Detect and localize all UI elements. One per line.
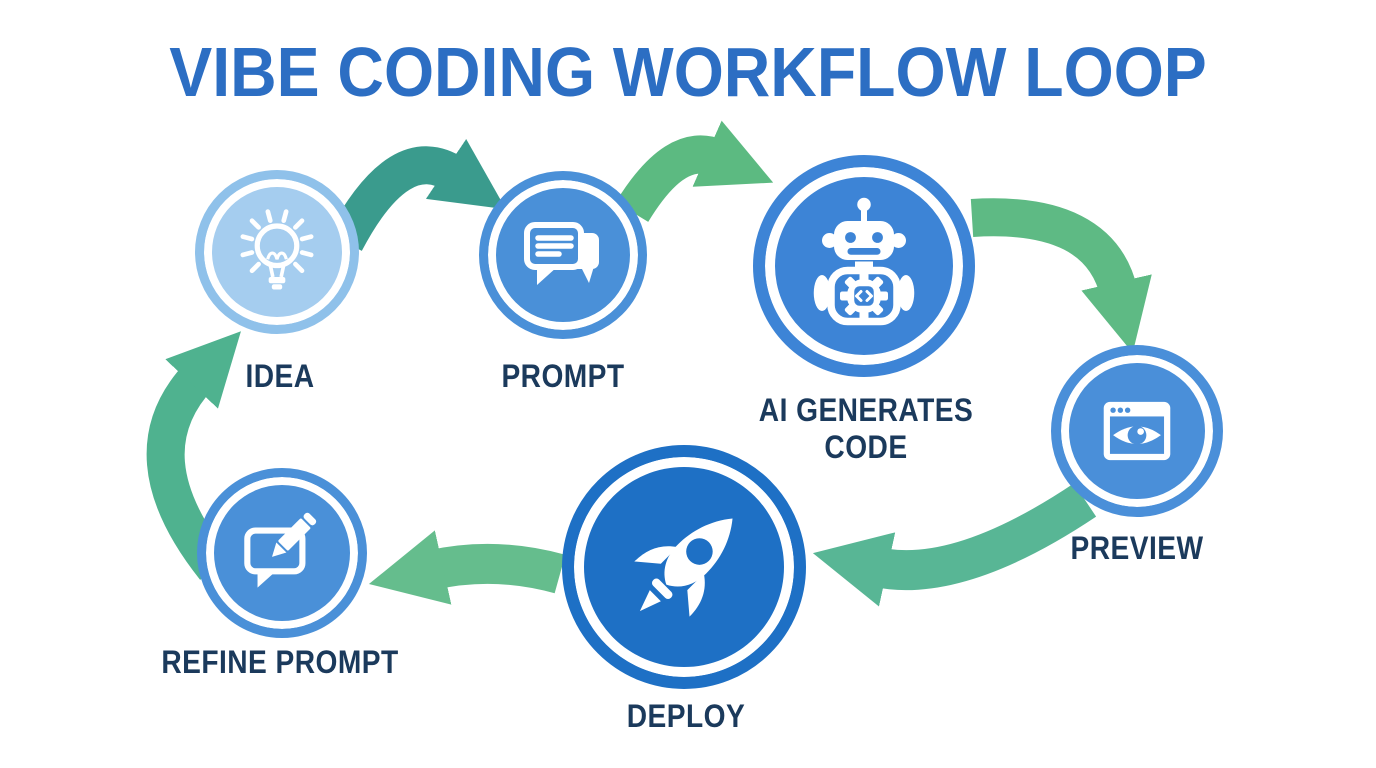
node-prompt-label: PROMPT (501, 358, 625, 394)
idea-circle (195, 170, 359, 334)
node-ai-generates-code-label: AI GENERATES CODE (758, 392, 974, 465)
node-refine-prompt (197, 468, 367, 638)
arrow-idea-to-prompt (328, 138, 506, 252)
refine-prompt-circle (197, 468, 367, 638)
node-deploy-label: DEPLOY (626, 698, 746, 734)
robot-icon (813, 197, 915, 326)
node-refine-prompt-label: REFINE PROMPT (161, 644, 399, 680)
deploy-circle (562, 445, 806, 689)
node-preview-label: PREVIEW (1070, 530, 1204, 566)
arrow-preview-to-deploy (812, 483, 1097, 607)
preview-circle (1051, 345, 1223, 517)
ai-circle (753, 155, 975, 377)
prompt-circle (479, 171, 647, 339)
node-idea-label: IDEA (245, 358, 315, 394)
node-preview (1051, 345, 1223, 517)
diagram-title: VIBE CODING WORKFLOW LOOP (169, 33, 1207, 111)
node-idea (195, 170, 359, 334)
node-prompt (479, 171, 647, 339)
rocket-icon (634, 518, 733, 617)
arrow-deploy-to-refine (368, 530, 566, 605)
node-deploy (562, 445, 806, 689)
chat-pencil-icon (244, 512, 317, 588)
arrow-prompt-to-ai (615, 120, 774, 223)
lightbulb-icon (240, 209, 314, 290)
node-ai-generates-code (753, 155, 975, 377)
arrow-refine-to-idea (146, 331, 241, 580)
arrow-ai-to-preview (970, 198, 1152, 353)
browser-eye-icon (1103, 401, 1171, 461)
chat-bubbles-icon (524, 222, 599, 285)
